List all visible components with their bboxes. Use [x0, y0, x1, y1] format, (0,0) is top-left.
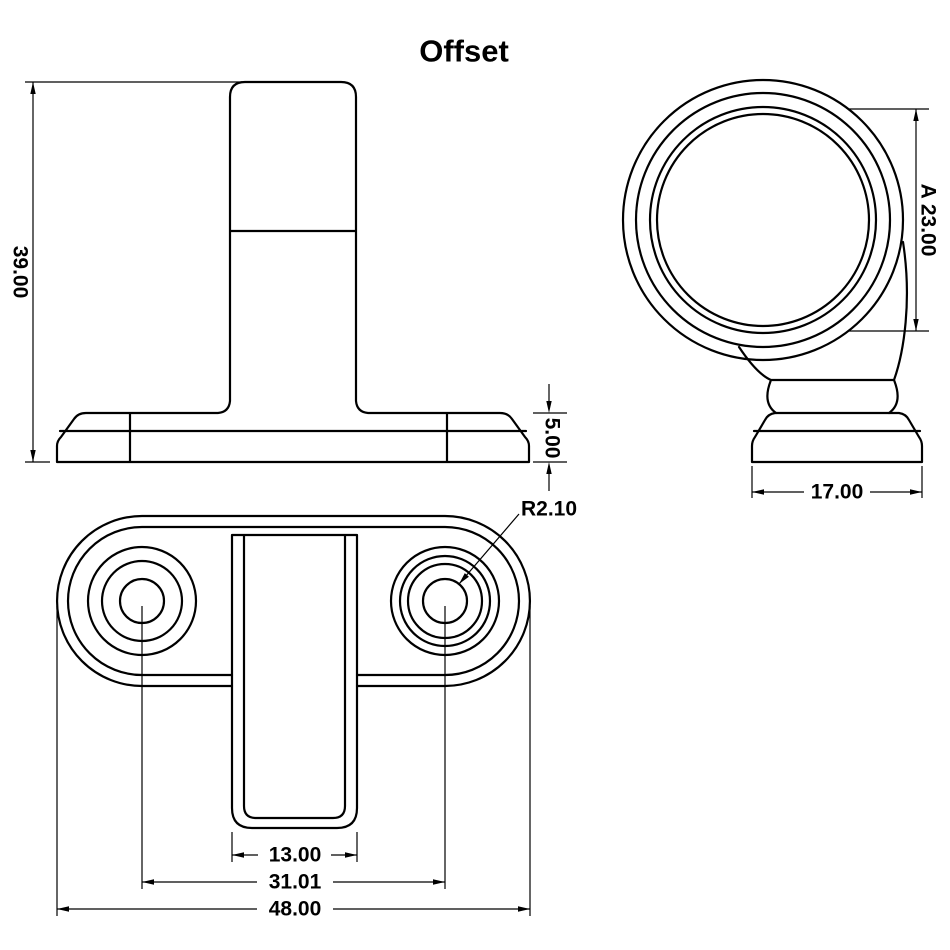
dimension-lines: [848, 108, 929, 332]
bottom-view-stem-outline: [230, 533, 359, 830]
side-view-bore: [655, 112, 871, 328]
dim-text-corner-radius: R2.10: [521, 498, 577, 521]
dim-text-base-height: 5.00: [541, 418, 564, 459]
dimension-lines: [231, 832, 358, 862]
front-view: 39.00 5.00: [9, 80, 567, 491]
dimension-lines: [533, 384, 567, 491]
dimension-base-height: 5.00: [533, 384, 567, 491]
dimension-hole-spacing: 31.01: [141, 606, 446, 894]
dimension-lines: [141, 606, 446, 889]
dim-text-hole-spacing: 31.01: [269, 871, 322, 894]
dim-text-front-height: 39.00: [9, 246, 32, 299]
leader-line: [458, 513, 520, 585]
dim-text-side-base-width: 17.00: [811, 481, 864, 504]
dimension-front-height: 39.00: [9, 81, 242, 463]
dimension-bore: A 23.00: [848, 108, 940, 332]
bottom-view-stadium-outline: [55, 514, 532, 688]
dimension-stem-width: 13.00: [231, 832, 358, 867]
front-view-part-outline: [55, 80, 531, 464]
dimension-lines: [25, 81, 242, 463]
bottom-view: R2.10 13.00 31.01 48.00: [55, 498, 577, 921]
side-view-outer-ring: [621, 78, 905, 362]
dim-text-bore: A 23.00: [917, 184, 940, 257]
side-view-neck-outline: [737, 240, 908, 415]
dimension-side-base-width: 17.00: [751, 466, 923, 504]
dim-text-stem-width: 13.00: [269, 844, 322, 867]
dimension-lines: [751, 466, 923, 498]
side-view-ring-face: [634, 91, 892, 349]
side-view-base-outline: [750, 411, 924, 464]
side-view: A 23.00 17.00: [621, 78, 940, 504]
side-view-bore-chamfer: [648, 105, 878, 335]
dimension-lines: [56, 606, 531, 916]
page-title: Offset: [419, 34, 509, 69]
dimension-overall-length: 48.00: [56, 606, 531, 921]
radius-leader: R2.10: [458, 498, 577, 585]
arrowhead: [459, 573, 469, 584]
dim-text-overall-length: 48.00: [269, 898, 322, 921]
